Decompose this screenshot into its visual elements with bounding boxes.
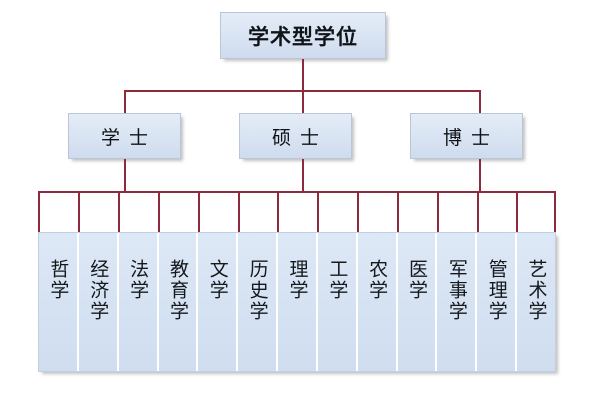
node-root-academic-degree[interactable]: 学术型学位 bbox=[220, 12, 386, 59]
node-degree-bachelor[interactable]: 学士 bbox=[68, 113, 181, 159]
node-degree-master-label: 硕士 bbox=[271, 126, 328, 149]
connector-root-stem bbox=[302, 59, 304, 91]
connector-discipline-drop bbox=[317, 191, 319, 232]
discipline-cell[interactable]: 文学 bbox=[198, 233, 239, 371]
discipline-label: 艺术学 bbox=[525, 259, 548, 322]
connector-discipline-drop bbox=[277, 191, 279, 232]
discipline-cell[interactable]: 工学 bbox=[318, 233, 358, 371]
node-root-label: 学术型学位 bbox=[248, 24, 358, 49]
discipline-label: 工学 bbox=[326, 259, 349, 301]
connector-master-to-bus bbox=[302, 159, 304, 192]
node-degree-bachelor-label: 学士 bbox=[100, 126, 157, 149]
connector-discipline-bus bbox=[38, 191, 556, 193]
discipline-cell[interactable]: 军事学 bbox=[437, 233, 478, 371]
connector-doctor-to-bus bbox=[479, 159, 481, 192]
discipline-label: 医学 bbox=[406, 259, 428, 301]
discipline-cell[interactable]: 经济学 bbox=[79, 233, 119, 371]
connector-discipline-drop bbox=[357, 191, 359, 232]
connector-discipline-drop bbox=[437, 191, 439, 232]
connector-discipline-drop bbox=[118, 191, 120, 232]
connector-discipline-drop bbox=[158, 191, 160, 232]
connector-discipline-drop bbox=[78, 191, 80, 232]
discipline-label: 文学 bbox=[206, 259, 229, 301]
connector-drop-bachelor bbox=[124, 90, 126, 113]
connector-bachelor-to-bus bbox=[124, 159, 126, 192]
connector-discipline-drop bbox=[198, 191, 200, 232]
discipline-cell[interactable]: 理学 bbox=[278, 233, 318, 371]
discipline-cell[interactable]: 法学 bbox=[119, 233, 159, 371]
discipline-label: 哲学 bbox=[47, 259, 70, 301]
discipline-cell[interactable]: 医学 bbox=[398, 233, 438, 371]
discipline-label: 经济学 bbox=[87, 259, 110, 322]
discipline-cell[interactable]: 教育学 bbox=[159, 233, 199, 371]
connector-discipline-drop bbox=[397, 191, 399, 232]
discipline-cell[interactable]: 管理学 bbox=[477, 233, 518, 371]
discipline-strip: 哲学 经济学 法学 教育学 文学 历史学 理学 工学 农学 医学 军事学 管理学… bbox=[38, 232, 556, 372]
discipline-label: 理学 bbox=[286, 259, 309, 301]
node-degree-doctor[interactable]: 博士 bbox=[410, 113, 523, 159]
node-degree-doctor-label: 博士 bbox=[442, 126, 499, 149]
connector-discipline-drop bbox=[238, 191, 240, 232]
discipline-label: 教育学 bbox=[166, 259, 189, 322]
discipline-cell[interactable]: 历史学 bbox=[238, 233, 279, 371]
connector-discipline-drop bbox=[38, 191, 40, 232]
discipline-label: 管理学 bbox=[485, 259, 508, 322]
discipline-label: 农学 bbox=[366, 259, 389, 301]
discipline-label: 历史学 bbox=[246, 259, 269, 322]
node-degree-master[interactable]: 硕士 bbox=[239, 113, 352, 159]
connector-drop-master bbox=[302, 90, 304, 113]
connector-drop-doctor bbox=[479, 90, 481, 113]
connector-discipline-drop bbox=[477, 191, 479, 232]
discipline-label: 法学 bbox=[127, 259, 150, 301]
connector-discipline-drop bbox=[554, 191, 556, 232]
discipline-cell[interactable]: 哲学 bbox=[39, 233, 79, 371]
discipline-cell[interactable]: 农学 bbox=[358, 233, 398, 371]
connector-discipline-drop bbox=[516, 191, 518, 232]
discipline-cell[interactable]: 艺术学 bbox=[517, 233, 555, 371]
discipline-label: 军事学 bbox=[445, 259, 468, 322]
